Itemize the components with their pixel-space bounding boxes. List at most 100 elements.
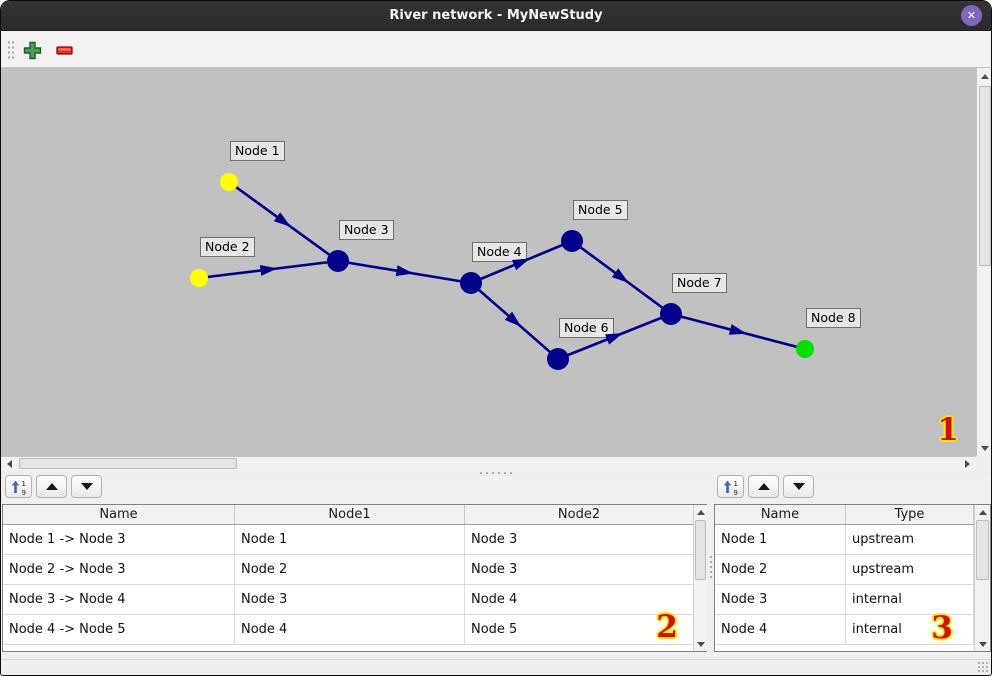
sort-ascending-icon: 1 9 — [723, 480, 737, 496]
resize-grip[interactable] — [977, 661, 988, 672]
scroll-up-button[interactable] — [694, 506, 707, 518]
svg-text:1: 1 — [733, 480, 737, 488]
edges-table-header: Name Node1 Node2 — [3, 505, 707, 525]
table-cell[interactable]: Node 3 -> Node 4 — [3, 585, 235, 614]
annotation-edges-table: 2 — [656, 609, 678, 645]
table-cell[interactable]: Node 2 — [235, 555, 465, 584]
node-label: Node 6 — [559, 318, 614, 338]
node-circle[interactable] — [190, 269, 208, 287]
table-cell[interactable]: upstream — [846, 525, 974, 554]
vertical-splitter[interactable] — [707, 474, 714, 659]
nodes-move-down-button[interactable] — [783, 475, 814, 498]
table-cell[interactable]: upstream — [846, 555, 974, 584]
svg-text:1: 1 — [21, 480, 25, 488]
nodes-move-up-button[interactable] — [748, 475, 779, 498]
edges-table-scrollbar[interactable] — [693, 505, 707, 651]
table-cell[interactable]: Node 4 -> Node 5 — [3, 615, 235, 644]
table-row[interactable]: Node 2 -> Node 3 Node 2 Node 3 — [3, 555, 707, 585]
nodes-table-scrollbar[interactable] — [974, 505, 990, 651]
nodes-sort-button[interactable]: 1 9 — [717, 475, 744, 498]
node-label: Node 5 — [573, 200, 628, 220]
scrollbar-corner — [976, 456, 991, 472]
table-cell[interactable]: Node 4 — [715, 615, 846, 644]
table-cell[interactable]: internal — [846, 615, 974, 644]
arrow-left-icon — [6, 460, 12, 468]
edges-move-up-button[interactable] — [36, 475, 67, 498]
scroll-thumb[interactable] — [976, 520, 989, 580]
node-label: Node 8 — [806, 308, 861, 328]
table-cell[interactable]: Node 1 -> Node 3 — [3, 525, 235, 554]
node-label: Node 7 — [672, 273, 727, 293]
scroll-thumb[interactable] — [695, 520, 706, 580]
scroll-left-button[interactable] — [1, 457, 17, 471]
remove-button[interactable] — [51, 37, 77, 63]
table-row[interactable]: Node 1 upstream — [715, 525, 990, 555]
column-header-name[interactable]: Name — [3, 505, 235, 524]
column-header-node1[interactable]: Node1 — [235, 505, 465, 524]
table-cell[interactable]: Node 3 — [715, 585, 846, 614]
vertical-scroll-thumb[interactable] — [979, 86, 991, 266]
scroll-right-button[interactable] — [959, 457, 975, 471]
scroll-down-button[interactable] — [694, 638, 707, 650]
horizontal-scroll-thumb[interactable] — [19, 458, 237, 469]
table-cell[interactable]: Node 3 — [465, 525, 694, 554]
toolbar-grip-handle[interactable] — [7, 40, 15, 60]
horizontal-splitter[interactable] — [1, 471, 991, 474]
node-circle[interactable] — [547, 348, 569, 370]
scroll-up-button[interactable] — [977, 68, 991, 84]
node-circle[interactable] — [460, 272, 482, 294]
table-cell[interactable]: Node 4 — [235, 615, 465, 644]
node-circle[interactable] — [796, 340, 814, 358]
edges-sort-button[interactable]: 1 9 — [5, 475, 32, 498]
remove-icon — [55, 45, 73, 55]
node-circle[interactable] — [327, 250, 349, 272]
add-button[interactable] — [19, 37, 45, 63]
table-row[interactable]: Node 3 -> Node 4 Node 3 Node 4 — [3, 585, 707, 615]
canvas-vertical-scrollbar[interactable] — [976, 68, 991, 456]
down-triangle-icon — [80, 483, 93, 490]
arrow-right-icon — [964, 460, 970, 468]
status-bar — [1, 659, 991, 674]
scroll-down-button[interactable] — [977, 440, 991, 456]
nodes-table: Name Type Node 1 upstream Node 2 upstrea… — [714, 504, 991, 652]
table-row[interactable]: Node 2 upstream — [715, 555, 990, 585]
node-label: Node 2 — [200, 237, 255, 257]
titlebar: River network - MyNewStudy ✕ — [1, 1, 991, 31]
table-cell[interactable]: Node 2 -> Node 3 — [3, 555, 235, 584]
close-button[interactable]: ✕ — [961, 5, 982, 26]
table-row[interactable]: Node 4 -> Node 5 Node 4 Node 5 — [3, 615, 707, 645]
edges-table: Name Node1 Node2 Node 1 -> Node 3 Node 1… — [2, 504, 708, 652]
table-row[interactable]: Node 4 internal — [715, 615, 990, 645]
table-cell[interactable]: Node 3 — [465, 555, 694, 584]
node-label: Node 1 — [230, 141, 285, 161]
scroll-down-button[interactable] — [975, 638, 990, 650]
node-circle[interactable] — [561, 230, 583, 252]
arrow-up-icon — [978, 509, 987, 515]
node-circle[interactable] — [660, 303, 682, 325]
scroll-up-button[interactable] — [975, 506, 990, 518]
arrow-down-icon — [981, 445, 989, 451]
table-row[interactable]: Node 3 internal — [715, 585, 990, 615]
table-cell[interactable]: Node 3 — [235, 585, 465, 614]
column-header-node2[interactable]: Node2 — [465, 505, 694, 524]
table-cell[interactable]: Node 1 — [715, 525, 846, 554]
table-cell[interactable]: internal — [846, 585, 974, 614]
table-row[interactable]: Node 1 -> Node 3 Node 1 Node 3 — [3, 525, 707, 555]
edge-arrow-icon — [504, 311, 522, 327]
edges-move-down-button[interactable] — [71, 475, 102, 498]
edge-arrow-icon — [728, 324, 747, 335]
column-header-name[interactable]: Name — [715, 505, 846, 524]
table-cell[interactable]: Node 2 — [715, 555, 846, 584]
edge-arrow-icon — [273, 212, 291, 227]
canvas-horizontal-scrollbar[interactable] — [1, 456, 976, 472]
column-header-type[interactable]: Type — [846, 505, 974, 524]
down-triangle-icon — [792, 483, 805, 490]
edge-arrow-icon — [259, 265, 278, 276]
table-cell[interactable]: Node 1 — [235, 525, 465, 554]
annotation-canvas: 1 — [937, 412, 959, 448]
arrow-down-icon — [978, 641, 987, 647]
nodes-table-header: Name Type — [715, 505, 990, 525]
node-circle[interactable] — [220, 173, 238, 191]
